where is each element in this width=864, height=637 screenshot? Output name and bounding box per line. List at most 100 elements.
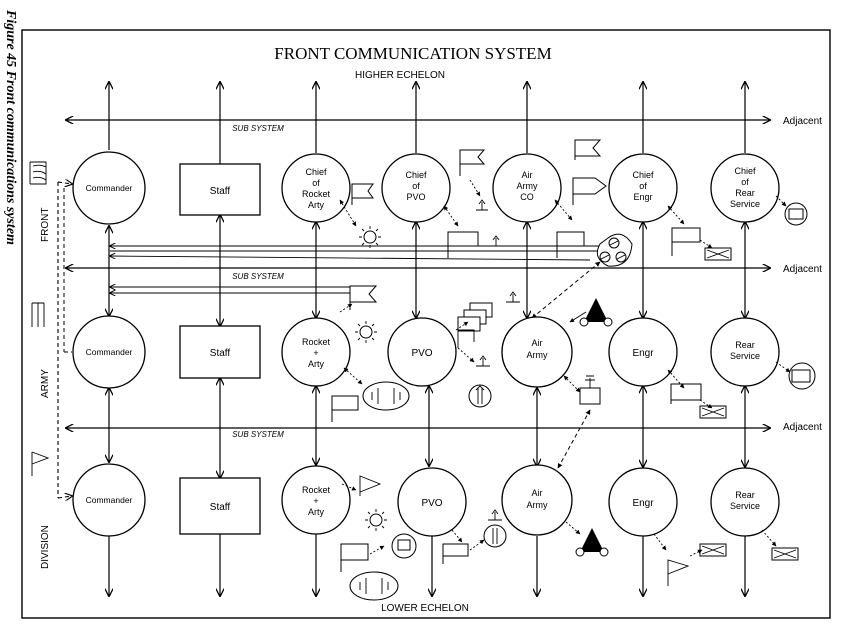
air-dashed-links (531, 261, 601, 469)
antenna-station-icon (579, 375, 601, 405)
svg-text:PVO: PVO (406, 192, 425, 202)
division-air-node[interactable]: Air Army (501, 464, 573, 536)
front-commander-node[interactable]: Commander (72, 151, 146, 225)
svg-text:Arty: Arty (308, 359, 325, 369)
svg-text:Air: Air (532, 338, 543, 348)
svg-text:Service: Service (730, 501, 760, 511)
svg-text:Chief: Chief (632, 170, 654, 180)
missile-launcher-icon (468, 384, 492, 408)
svg-text:Rear: Rear (735, 188, 755, 198)
column-verticals (109, 82, 745, 596)
front-rocket-arty-node[interactable]: Chief of Rocket Arty (281, 153, 351, 223)
flag-icon (572, 177, 607, 205)
svg-text:of: of (412, 181, 420, 191)
army-air-node[interactable]: Air Army (501, 316, 573, 388)
flag-icon (340, 543, 369, 572)
svg-text:ARMY: ARMY (40, 369, 51, 398)
front-level-icon (29, 161, 47, 185)
flag-icon (331, 395, 359, 422)
svg-text:Army: Army (527, 350, 548, 360)
aircraft-triangle-icon (575, 528, 609, 557)
dashed-command-path (57, 182, 72, 498)
front-staff-node[interactable]: Staff (179, 163, 261, 216)
relay-node-icon (596, 233, 633, 267)
flag-icon (351, 183, 374, 205)
svg-text:Service: Service (730, 351, 760, 361)
flag-icon (457, 329, 475, 348)
svg-text:Chief: Chief (734, 166, 756, 176)
front-rear-node[interactable]: Chief of Rear Service (710, 153, 780, 223)
division-rocket-arty-node[interactable]: Rocket + Arty (281, 465, 351, 535)
svg-text:Engr: Engr (632, 348, 654, 359)
svg-text:Rear: Rear (735, 340, 755, 350)
svg-text:of: of (312, 178, 320, 188)
flag-icon (359, 475, 382, 496)
antenna-station-icon (506, 291, 520, 303)
radar-sun-icon (355, 321, 377, 343)
army-pvo-node[interactable]: PVO (387, 317, 457, 387)
relay-node-icon (391, 533, 417, 559)
svg-text:SUB SYSTEM: SUB SYSTEM (232, 124, 284, 133)
svg-text:Commander: Commander (86, 347, 133, 357)
relay-node-icon (457, 302, 493, 332)
division-staff-node[interactable]: Staff (179, 477, 261, 535)
svg-text:Chief: Chief (305, 167, 327, 177)
svg-text:Commander: Commander (86, 495, 133, 505)
front-engr-node[interactable]: Chief of Engr (608, 153, 678, 223)
svg-text:Rocket: Rocket (302, 337, 331, 347)
svg-text:Engr: Engr (632, 498, 654, 509)
svg-text:Rocket: Rocket (302, 189, 331, 199)
flag-icon (671, 227, 701, 256)
subsystem-line-2: SUB SYSTEM Adjacent (66, 264, 822, 281)
cable-junction-icon (771, 547, 799, 561)
army-staff-node[interactable]: Staff (179, 325, 261, 379)
svg-text:of: of (639, 181, 647, 191)
adjacent-label-2: Adjacent (783, 264, 822, 275)
diagram-title: FRONT COMMUNICATION SYSTEM (274, 44, 551, 63)
missile-launcher-icon (362, 381, 410, 411)
flag-icon (667, 559, 690, 586)
missile-launcher-icon (483, 524, 507, 548)
division-rear-node[interactable]: Rear Service (710, 467, 780, 537)
division-commander-node[interactable]: Commander (72, 463, 146, 537)
svg-text:Rear: Rear (735, 490, 755, 500)
svg-text:Staff: Staff (210, 348, 231, 359)
adjacent-label-1: Adjacent (783, 116, 822, 127)
radar-sun-icon (359, 226, 381, 248)
svg-text:PVO: PVO (421, 498, 442, 509)
relay-node-icon (788, 362, 816, 390)
relay-node-icon (784, 202, 808, 226)
svg-text:Staff: Staff (210, 186, 231, 197)
subsystem-line-1: SUB SYSTEM Adjacent (66, 116, 822, 133)
army-rocket-arty-node[interactable]: Rocket + Arty (281, 317, 351, 387)
level-division: DIVISION (31, 451, 51, 569)
flag-icon (442, 543, 469, 564)
front-pvo-node[interactable]: Chief of PVO (381, 153, 451, 223)
division-engr-node[interactable]: Engr (608, 467, 678, 537)
adjacent-label-3: Adjacent (783, 422, 822, 433)
aircraft-triangle-icon (569, 298, 613, 327)
svg-text:SUB SYSTEM: SUB SYSTEM (232, 272, 284, 281)
symbol-connectors (339, 179, 791, 557)
svg-text:Arty: Arty (308, 200, 325, 210)
army-rear-node[interactable]: Rear Service (710, 317, 780, 387)
svg-text:PVO: PVO (411, 348, 432, 359)
division-pvo-node[interactable]: PVO (397, 467, 467, 537)
army-engr-node[interactable]: Engr (608, 317, 678, 387)
front-air-node[interactable]: Air Army CO (492, 153, 562, 223)
antenna-station-icon (488, 509, 502, 521)
flag-icon (349, 285, 378, 310)
diagram-frame (21, 29, 831, 619)
flag-icon (670, 383, 702, 404)
army-commander-node[interactable]: Commander (72, 315, 146, 389)
antenna-station-icon (490, 235, 502, 247)
svg-text:Air: Air (522, 170, 533, 180)
svg-text:FRONT: FRONT (40, 208, 51, 242)
radar-sun-icon (365, 509, 387, 531)
command-link-lines (110, 246, 600, 293)
svg-text:Engr: Engr (633, 192, 652, 202)
level-army: ARMY (31, 302, 51, 398)
svg-text:SUB SYSTEM: SUB SYSTEM (232, 430, 284, 439)
antenna-station-icon (476, 355, 490, 367)
